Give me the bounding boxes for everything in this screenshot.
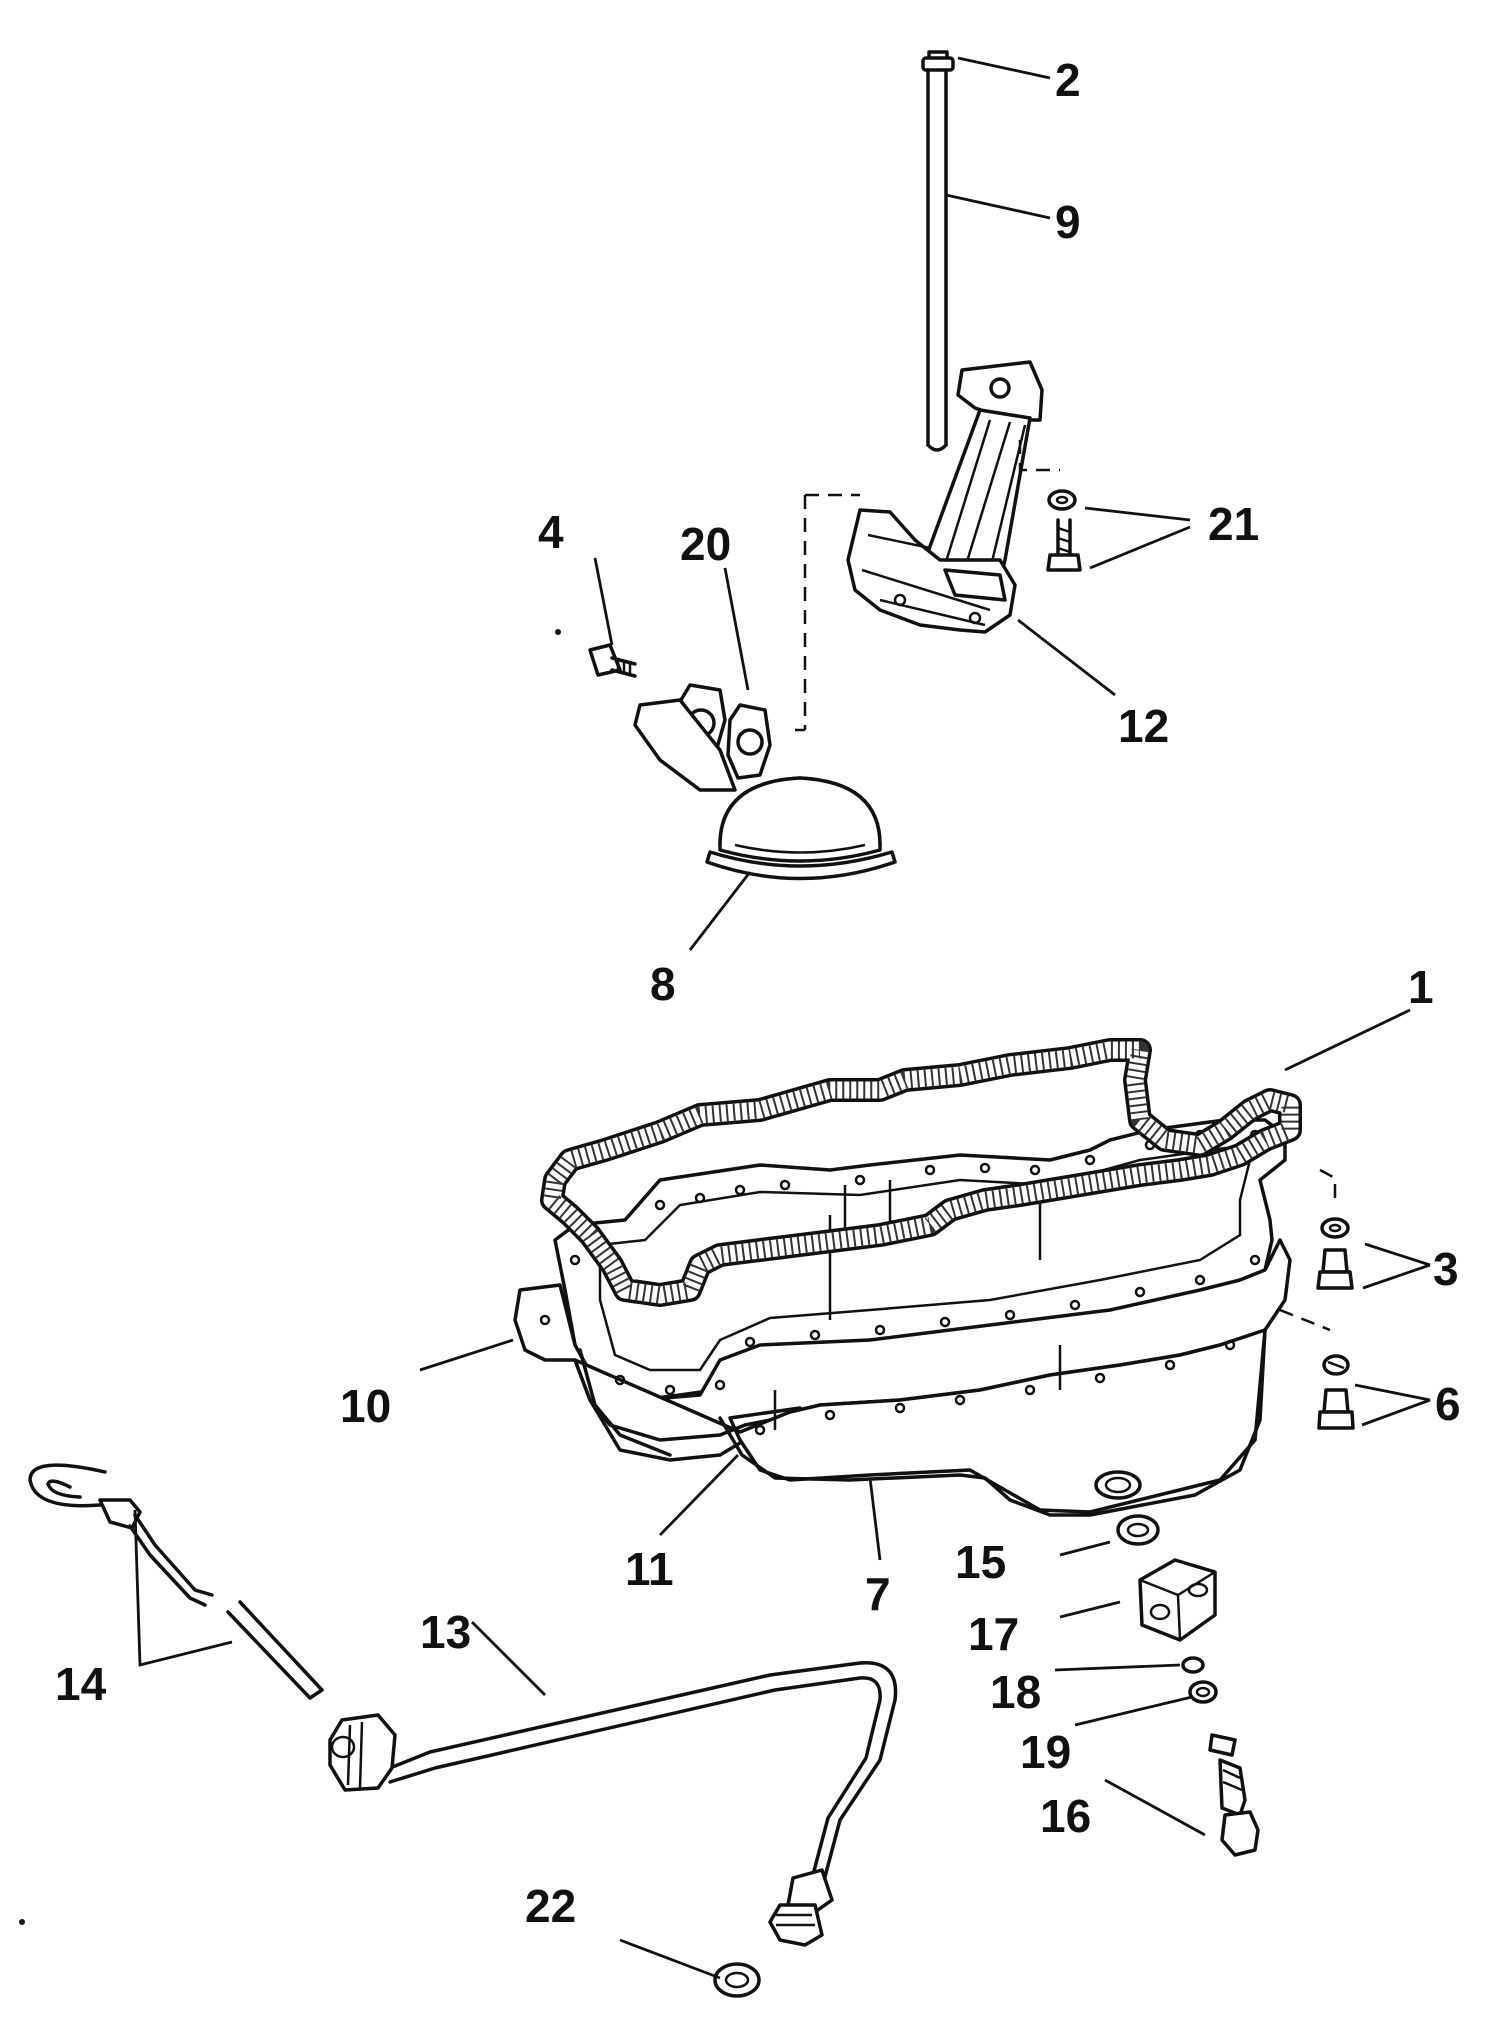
- callout-11: 11: [625, 1543, 674, 1595]
- callout-22: 22: [525, 1880, 576, 1932]
- alignment-line: [1319, 1168, 1337, 1205]
- callout-17: 17: [968, 1608, 1019, 1660]
- callout-19: 19: [1020, 1726, 1071, 1778]
- pan-bolt-upper: [1316, 1217, 1354, 1290]
- callout-14: 14: [55, 1658, 107, 1710]
- callouts: 1 2 3 4 6 7 8 9 10 11 12 13 14 15 16 17 …: [55, 54, 1461, 1932]
- callout-1: 1: [1408, 961, 1434, 1013]
- pump-bolt-and-washer: [1046, 489, 1082, 572]
- leader-lines: [133, 56, 1431, 1980]
- callout-9: 9: [1055, 196, 1081, 248]
- callout-12: 12: [1118, 700, 1169, 752]
- callout-16: 16: [1040, 1790, 1091, 1842]
- alignment-line: [1018, 440, 1060, 472]
- tube-o-ring: [713, 1962, 761, 1998]
- pan-bolt-lower: [1317, 1354, 1355, 1430]
- callout-3: 3: [1433, 1243, 1459, 1295]
- callout-2: 2: [1055, 54, 1081, 106]
- callout-20: 20: [680, 518, 731, 570]
- callout-6: 6: [1435, 1378, 1461, 1430]
- oil-screen: [633, 698, 897, 881]
- stray-dot: [19, 1919, 25, 1925]
- oil-pump: [846, 360, 1044, 634]
- screen-bolt: [555, 629, 637, 678]
- callout-15: 15: [955, 1536, 1006, 1588]
- callout-10: 10: [340, 1380, 391, 1432]
- callout-4: 4: [538, 506, 564, 558]
- drain-fittings: [1116, 1514, 1260, 1857]
- callout-7: 7: [865, 1568, 891, 1620]
- dipstick-tube: [328, 1661, 898, 1947]
- alignment-line: [795, 493, 860, 732]
- alignment-line: [1279, 1308, 1331, 1332]
- callout-21: 21: [1208, 498, 1259, 550]
- oil-pan-gasket: [540, 1038, 1302, 1307]
- pickup-tube: [921, 50, 955, 452]
- callout-13: 13: [420, 1606, 471, 1658]
- callout-18: 18: [990, 1666, 1041, 1718]
- callout-8: 8: [650, 958, 676, 1010]
